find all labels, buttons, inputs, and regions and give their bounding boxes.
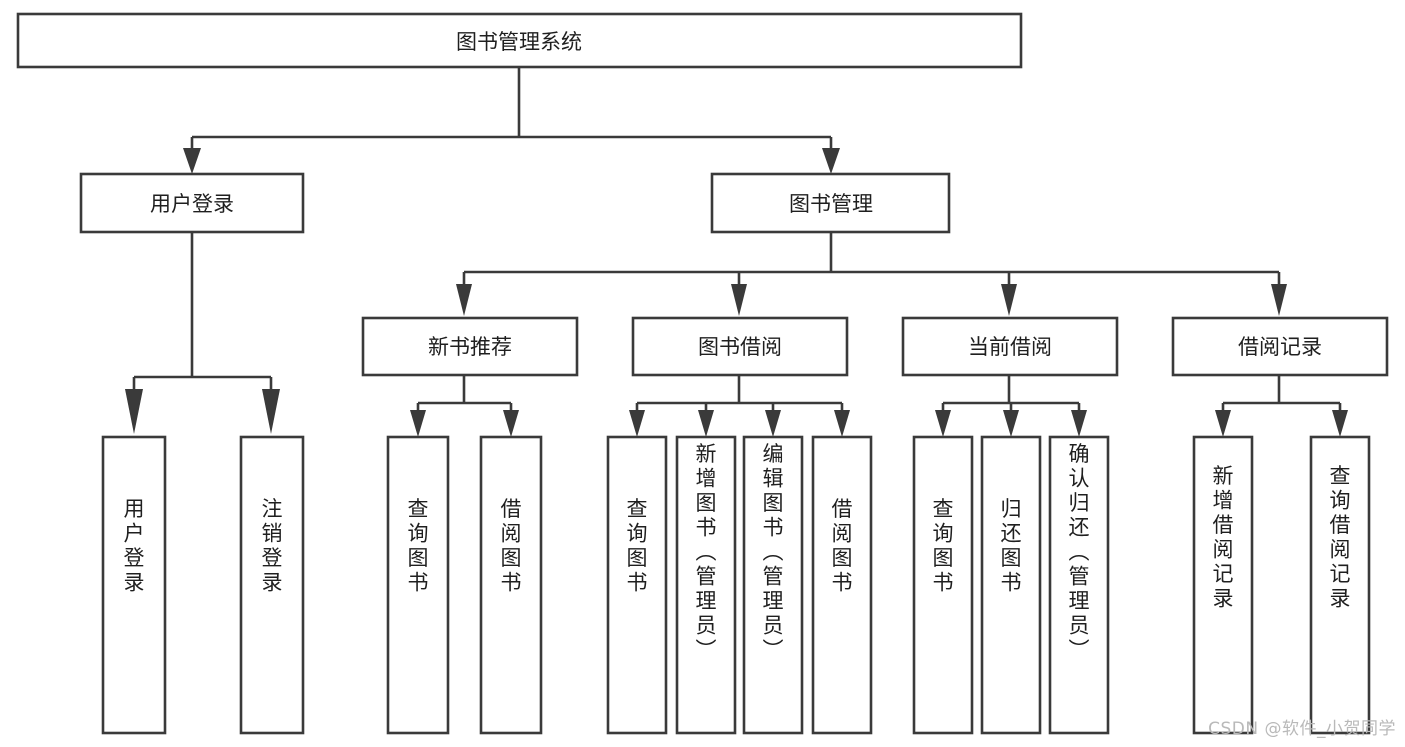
node-leaf-query-book-2[interactable]: 查询图书 [606, 435, 668, 735]
node-book-manage[interactable]: 图书管理 [710, 172, 951, 234]
arrow-head-book-borrow [731, 284, 747, 316]
node-leaf-return-book-label: 归还图书 [1001, 497, 1022, 595]
arrow-head-new-book-recommend [456, 284, 472, 316]
connector-layer [125, 67, 1348, 437]
node-leaf-borrow-book-2-box[interactable] [811, 435, 873, 735]
node-leaf-query-record[interactable]: 查询借阅记录 [1309, 435, 1371, 735]
node-leaf-query-record-box[interactable] [1309, 435, 1371, 735]
arrow-head-book-manage [822, 148, 840, 174]
node-book-borrow-box[interactable] [631, 316, 849, 377]
node-user-login-box[interactable] [79, 172, 305, 234]
node-leaf-query-book-1-box[interactable] [386, 435, 450, 735]
arrow-head-leaf-borrow-book-1 [503, 410, 519, 437]
node-current-borrow[interactable]: 当前借阅 [901, 316, 1119, 377]
arrow-head-current-borrow [1001, 284, 1017, 316]
node-leaf-confirm-return-box[interactable] [1048, 435, 1110, 735]
node-current-borrow-label: 当前借阅 [968, 335, 1052, 359]
node-leaf-user-login[interactable]: 用户登录 [101, 435, 167, 735]
node-leaf-query-book-3-label: 查询图书 [933, 497, 954, 595]
arrow-head-leaf-return-book [1003, 410, 1019, 437]
node-book-borrow-label: 图书借阅 [698, 335, 782, 359]
node-borrow-record-box[interactable] [1171, 316, 1389, 377]
node-current-borrow-box[interactable] [901, 316, 1119, 377]
arrow-head-borrow-record [1271, 284, 1287, 316]
node-user-login-label: 用户登录 [150, 192, 234, 216]
node-leaf-add-book-box[interactable] [675, 435, 737, 735]
node-leaf-borrow-book-1[interactable]: 借阅图书 [479, 435, 543, 735]
arrow-head-leaf-query-book-3 [935, 410, 951, 437]
node-leaf-query-record-label: 查询借阅记录 [1330, 464, 1351, 611]
arrow-head-leaf-add-record [1215, 410, 1231, 437]
node-new-book-recommend-box[interactable] [361, 316, 579, 377]
node-new-book-recommend[interactable]: 新书推荐 [361, 316, 579, 377]
arrow-head-leaf-borrow-book-2 [834, 410, 850, 437]
node-leaf-add-book-label: 新增图书︵管理员︶ [696, 442, 717, 662]
node-leaf-add-record-box[interactable] [1192, 435, 1254, 735]
node-leaf-add-record[interactable]: 新增借阅记录 [1192, 435, 1254, 735]
node-leaf-confirm-return-label: 确认归还︵管理员︶ [1069, 442, 1090, 662]
arrow-head-leaf-logout [262, 389, 280, 434]
node-leaf-logout-label: 注销登录 [262, 497, 283, 595]
node-leaf-add-book[interactable]: 新增图书︵管理员︶ [675, 435, 737, 735]
leaf-layer: 用户登录 注销登录 查询图书 借阅图书 查询图书 新 [101, 435, 1371, 735]
node-leaf-return-book-box[interactable] [980, 435, 1042, 735]
arrow-head-leaf-query-record [1332, 410, 1348, 437]
node-book-borrow[interactable]: 图书借阅 [631, 316, 849, 377]
node-leaf-borrow-book-1-label: 借阅图书 [501, 497, 522, 595]
node-leaf-query-book-3[interactable]: 查询图书 [912, 435, 974, 735]
arrow-head-leaf-add-book [698, 410, 714, 437]
node-leaf-borrow-book-1-box[interactable] [479, 435, 543, 735]
arrow-head-leaf-confirm-return [1071, 410, 1087, 437]
node-leaf-return-book[interactable]: 归还图书 [980, 435, 1042, 735]
node-leaf-user-login-label: 用户登录 [124, 497, 145, 595]
node-book-manage-label: 图书管理 [789, 192, 873, 216]
node-new-book-recommend-label: 新书推荐 [428, 335, 512, 359]
arrow-head-leaf-query-book-1 [410, 410, 426, 437]
csdn-watermark: CSDN @软件_小贺同学 [1208, 719, 1396, 739]
node-user-login[interactable]: 用户登录 [79, 172, 305, 234]
arrow-head-leaf-user-login [125, 389, 143, 434]
node-root[interactable]: 图书管理系统 [16, 12, 1023, 69]
node-root-box[interactable] [16, 12, 1023, 69]
node-leaf-query-book-3-box[interactable] [912, 435, 974, 735]
node-leaf-add-record-label: 新增借阅记录 [1213, 464, 1234, 611]
node-borrow-record[interactable]: 借阅记录 [1171, 316, 1389, 377]
node-leaf-logout[interactable]: 注销登录 [239, 435, 305, 735]
node-leaf-edit-book-label: 编辑图书︵管理员︶ [763, 442, 784, 662]
node-leaf-logout-box[interactable] [239, 435, 305, 735]
node-leaf-edit-book-box[interactable] [742, 435, 804, 735]
node-leaf-edit-book[interactable]: 编辑图书︵管理员︶ [742, 435, 804, 735]
arrow-head-user-login [183, 148, 201, 174]
node-leaf-user-login-box[interactable] [101, 435, 167, 735]
arrow-head-leaf-edit-book [765, 410, 781, 437]
node-leaf-borrow-book-2[interactable]: 借阅图书 [811, 435, 873, 735]
node-book-manage-box[interactable] [710, 172, 951, 234]
node-leaf-confirm-return[interactable]: 确认归还︵管理员︶ [1048, 435, 1110, 735]
node-leaf-query-book-1-label: 查询图书 [408, 497, 429, 595]
node-leaf-query-book-2-label: 查询图书 [627, 497, 648, 595]
arrow-head-leaf-query-book-2 [629, 410, 645, 437]
node-borrow-record-label: 借阅记录 [1238, 335, 1322, 359]
node-leaf-query-book-2-box[interactable] [606, 435, 668, 735]
node-leaf-borrow-book-2-label: 借阅图书 [832, 497, 853, 595]
node-leaf-query-book-1[interactable]: 查询图书 [386, 435, 450, 735]
node-root-label: 图书管理系统 [456, 30, 582, 54]
